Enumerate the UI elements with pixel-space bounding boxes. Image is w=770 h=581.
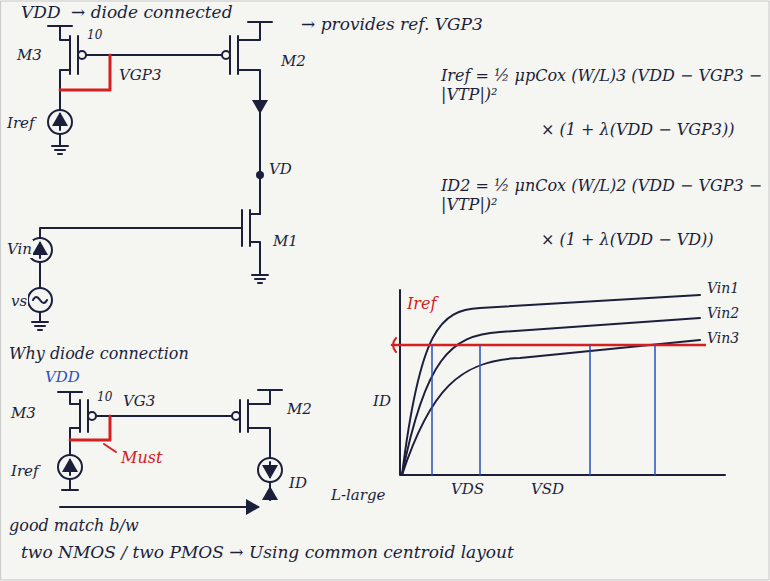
node-label: VGP3 [118,66,162,84]
iref-source [48,110,72,154]
curve-label: Vin2 [706,305,740,322]
note: → provides ref. VGP3 [300,14,484,34]
size-label: 10 [86,28,103,42]
size-label: 10 [96,390,113,404]
m1-nmos [40,210,268,283]
diode-wire [60,55,110,90]
diode-wire [70,416,110,440]
note: → diode connected [70,2,234,22]
id-vds-graph [392,290,725,475]
curve-label: Vin1 [706,280,740,297]
source-label: vs [10,292,28,310]
axis-label: ID [372,392,392,410]
note: two NMOS / two PMOS → Using common centr… [20,542,515,562]
must-pointer [104,444,116,452]
current-label: Iref [6,114,36,132]
axis-label: VSD [530,480,565,498]
equation: Iref = ½ μpCox (W/L)3 (VDD − VGP3 − |VTP… [440,66,764,104]
equation: × (1 + λ(VDD − VGP3)) [540,120,735,139]
current-label: Iref [406,294,437,313]
current-label: Iref [10,462,40,480]
source-label: Vin [6,240,33,258]
equation: ID2 = ½ μnCox (W/L)2 (VDD − VGP3 − |VTP|… [440,176,764,214]
curve-label: Vin3 [706,330,740,347]
supply-label: VDD [44,368,81,386]
heading-note: Why diode connection [8,344,190,363]
current-label: ID [288,474,308,492]
node-label: VG3 [122,392,156,410]
m3-pmos [48,26,222,110]
m2-pmos [222,22,272,214]
transistor-name: M1 [272,232,299,250]
note: good match b/w [8,516,140,535]
transistor-name: M2 [286,400,313,418]
equation: × (1 + λ(VDD − VD)) [540,230,715,249]
transistor-name: M2 [280,52,307,70]
transistor-name: M3 [16,46,43,64]
transistor-name: M3 [10,404,37,422]
bottom-mirror [58,390,282,507]
note: L-large [330,486,386,504]
supply-label: VDD [20,2,62,22]
axis-label: VDS [450,480,485,498]
node-label: VD [268,160,293,178]
emphasis-note: Must [120,448,163,467]
